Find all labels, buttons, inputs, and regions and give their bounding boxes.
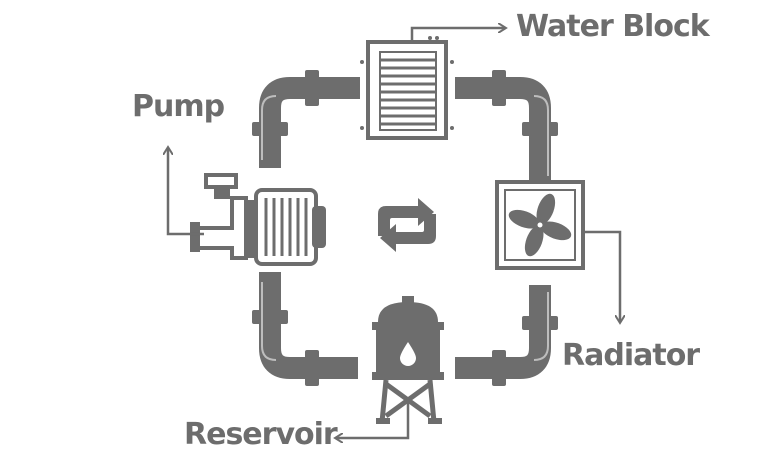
radiator-fan-icon bbox=[495, 180, 585, 270]
pipe-loop bbox=[259, 77, 551, 379]
pipe-highlights bbox=[261, 95, 549, 361]
reservoir-tank-icon bbox=[372, 296, 444, 424]
pipe-bottom-right bbox=[455, 285, 551, 379]
water-block-icon bbox=[360, 36, 454, 140]
pump-pointer-arrow bbox=[168, 148, 204, 236]
pipe-bottom-left bbox=[259, 272, 358, 379]
pipe-top-right bbox=[455, 77, 551, 182]
label-radiator: Radiator bbox=[562, 338, 700, 373]
pump-icon bbox=[190, 173, 326, 266]
label-pump: Pump bbox=[132, 89, 225, 124]
reservoir-pointer-arrow bbox=[336, 398, 410, 438]
water-block-pointer-arrow bbox=[410, 28, 505, 42]
label-water-block: Water Block bbox=[516, 9, 710, 44]
cycle-arrows-icon bbox=[378, 198, 436, 252]
label-reservoir: Reservoir bbox=[184, 417, 338, 452]
radiator-pointer-arrow bbox=[583, 230, 620, 322]
pipe-top-left bbox=[259, 77, 360, 168]
